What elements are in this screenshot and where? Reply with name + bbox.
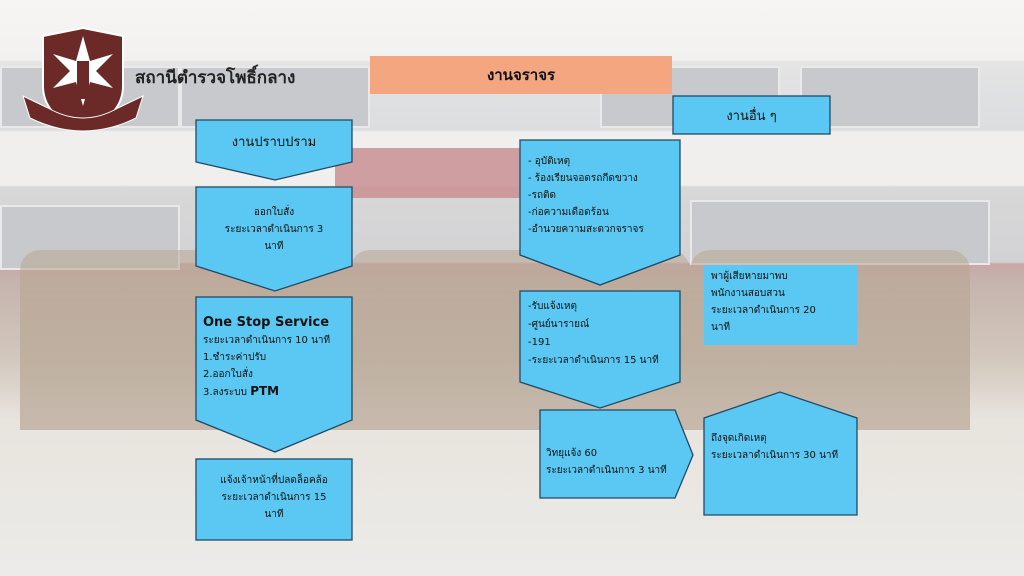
left-step3-text: One Stop Service ระยะเวลาดำเนินการ 10 นา… — [203, 313, 353, 401]
left-step1-text: งานปราบปราม — [231, 135, 317, 150]
other-tasks-box — [672, 95, 831, 135]
line: -ก่อความเดือดร้อน — [528, 207, 609, 218]
line: ออกใบสั่ง — [253, 207, 295, 218]
ptm-label: PTM — [250, 384, 280, 398]
left-step4-shape — [195, 458, 353, 541]
line: - ร้องเรียนจอดรถกีดขวาง — [528, 173, 638, 184]
station-name: สถานีตำรวจโพธิ์กลาง — [135, 68, 296, 88]
station-sign — [335, 148, 535, 198]
left-step2-text: ออกใบสั่ง ระยะเวลาดำเนินการ 3 นาที — [196, 204, 352, 255]
line: -ศูนย์นารายณ์ — [528, 319, 590, 330]
line: - อุบัติเหตุ — [528, 156, 571, 167]
line: ระยะเวลาดำเนินการ 20 — [711, 305, 816, 316]
one-stop-service-title: One Stop Service — [203, 315, 330, 330]
middle-step2-shape — [519, 290, 681, 409]
line: พนักงานสอบสวน — [711, 288, 785, 299]
other-tasks-label: งานอื่น ๆ — [726, 108, 777, 124]
line: นาที — [264, 241, 284, 252]
right-step2-shape — [703, 391, 858, 516]
line: ระยะเวลาดำเนินการ 3 — [224, 224, 324, 235]
line: -รับแจ้งเหตุ — [528, 301, 578, 312]
line: ระยะเวลาดำเนินการ 10 นาที — [203, 335, 331, 346]
line: นาที — [711, 322, 731, 333]
line: นาที — [264, 509, 284, 520]
line: พาผู้เสียหายมาพบ — [711, 271, 788, 282]
left-step2-shape — [195, 186, 353, 292]
line: ระยะเวลาดำเนินการ 30 นาที — [711, 450, 839, 461]
line: 2.ออกใบสั่ง — [203, 369, 253, 380]
section-title: งานจราจร — [370, 56, 672, 94]
right-step1-text: พาผู้เสียหายมาพบ พนักงานสอบสวน ระยะเวลาด… — [711, 268, 856, 336]
line: วิทยุแจ้ง 60 — [546, 448, 598, 459]
line: -อำนวยความสะดวกจราจร — [528, 224, 644, 235]
line: แจ้งเจ้าหน้าที่ปลดล็อคล้อ — [220, 475, 328, 486]
left-step4-text: แจ้งเจ้าหน้าที่ปลดล็อคล้อ ระยะเวลาดำเนิน… — [196, 472, 352, 523]
right-step2-text: ถึงจุดเกิดเหตุ ระยะเวลาดำเนินการ 30 นาที — [711, 430, 856, 464]
middle-step1-shape — [519, 139, 681, 286]
line: 1.ชำระค่าปรับ — [203, 352, 267, 363]
middle-step1-text: - อุบัติเหตุ - ร้องเรียนจอดรถกีดขวาง -รถ… — [528, 153, 678, 238]
middle-step3-text: วิทยุแจ้ง 60 ระยะเวลาดำเนินการ 3 นาที — [546, 445, 686, 479]
line: ถึงจุดเกิดเหตุ — [711, 433, 767, 444]
left-step3-shape — [195, 296, 353, 453]
line: -191 — [528, 337, 551, 348]
line-prefix: 3.ลงระบบ — [203, 387, 247, 398]
line: 3.ลงระบบ PTM — [203, 383, 353, 401]
police-station-logo — [18, 26, 148, 142]
line: -ระยะเวลาดำเนินการ 15 นาที — [528, 355, 659, 366]
middle-step2-text: -รับแจ้งเหตุ -ศูนย์นารายณ์ -191 -ระยะเวล… — [528, 298, 678, 370]
line: -รถติด — [528, 190, 557, 201]
middle-step3-shape — [539, 409, 694, 499]
left-step1-shape — [195, 119, 353, 181]
line: ระยะเวลาดำเนินการ 3 นาที — [546, 465, 667, 476]
right-step1-shape — [704, 265, 857, 345]
line: ระยะเวลาดำเนินการ 15 — [221, 492, 327, 503]
